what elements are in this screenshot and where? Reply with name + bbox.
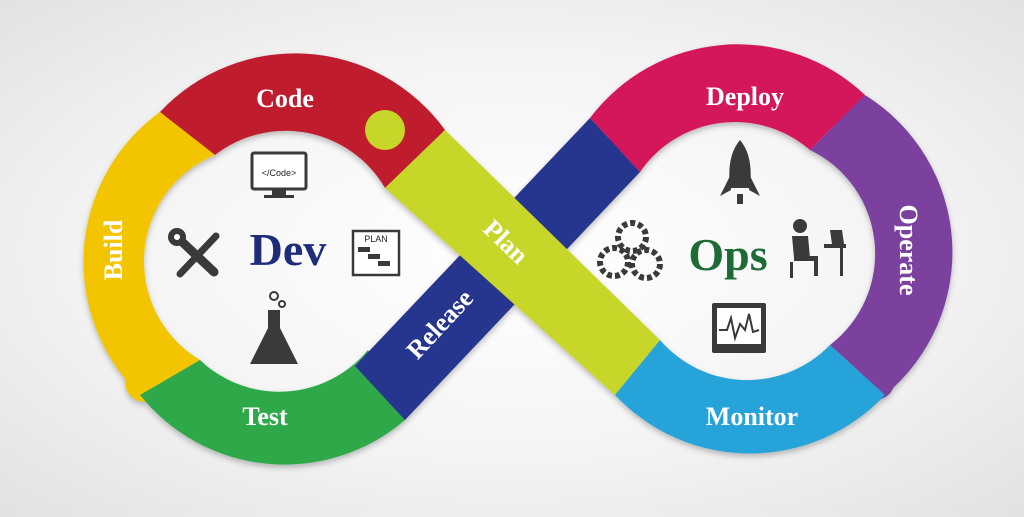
label-test: Test: [242, 402, 288, 431]
segment-operate: [810, 95, 953, 395]
label-operate: Operate: [894, 205, 923, 296]
dev-title: Dev: [250, 224, 327, 275]
flask-icon: [250, 291, 298, 364]
label-deploy: Deploy: [706, 82, 784, 111]
segment-deploy: [590, 44, 865, 172]
segment-plan: [385, 130, 660, 395]
plan-board-text: PLAN: [364, 234, 388, 244]
label-code: Code: [256, 84, 314, 113]
ops-title: Ops: [688, 229, 767, 280]
label-monitor: Monitor: [706, 402, 798, 431]
segment-code: [160, 53, 445, 188]
segment-build: [83, 112, 215, 395]
segment-monitor: [615, 340, 885, 454]
code-monitor-icon: </Code>: [250, 151, 308, 198]
plan-board-icon: PLAN: [351, 229, 401, 277]
person-at-desk-icon: [790, 219, 846, 278]
segment-test: [140, 350, 405, 465]
puzzle-knob-plan: [365, 110, 405, 150]
monitor-waveform-icon: [712, 303, 766, 353]
puzzle-knob-deploy: [608, 112, 648, 152]
label-build: Build: [99, 219, 128, 280]
wrench-screwdriver-icon: [168, 228, 220, 278]
gears-icon: [597, 220, 663, 281]
rocket-icon: [720, 140, 760, 204]
code-monitor-text: </Code>: [262, 168, 297, 178]
